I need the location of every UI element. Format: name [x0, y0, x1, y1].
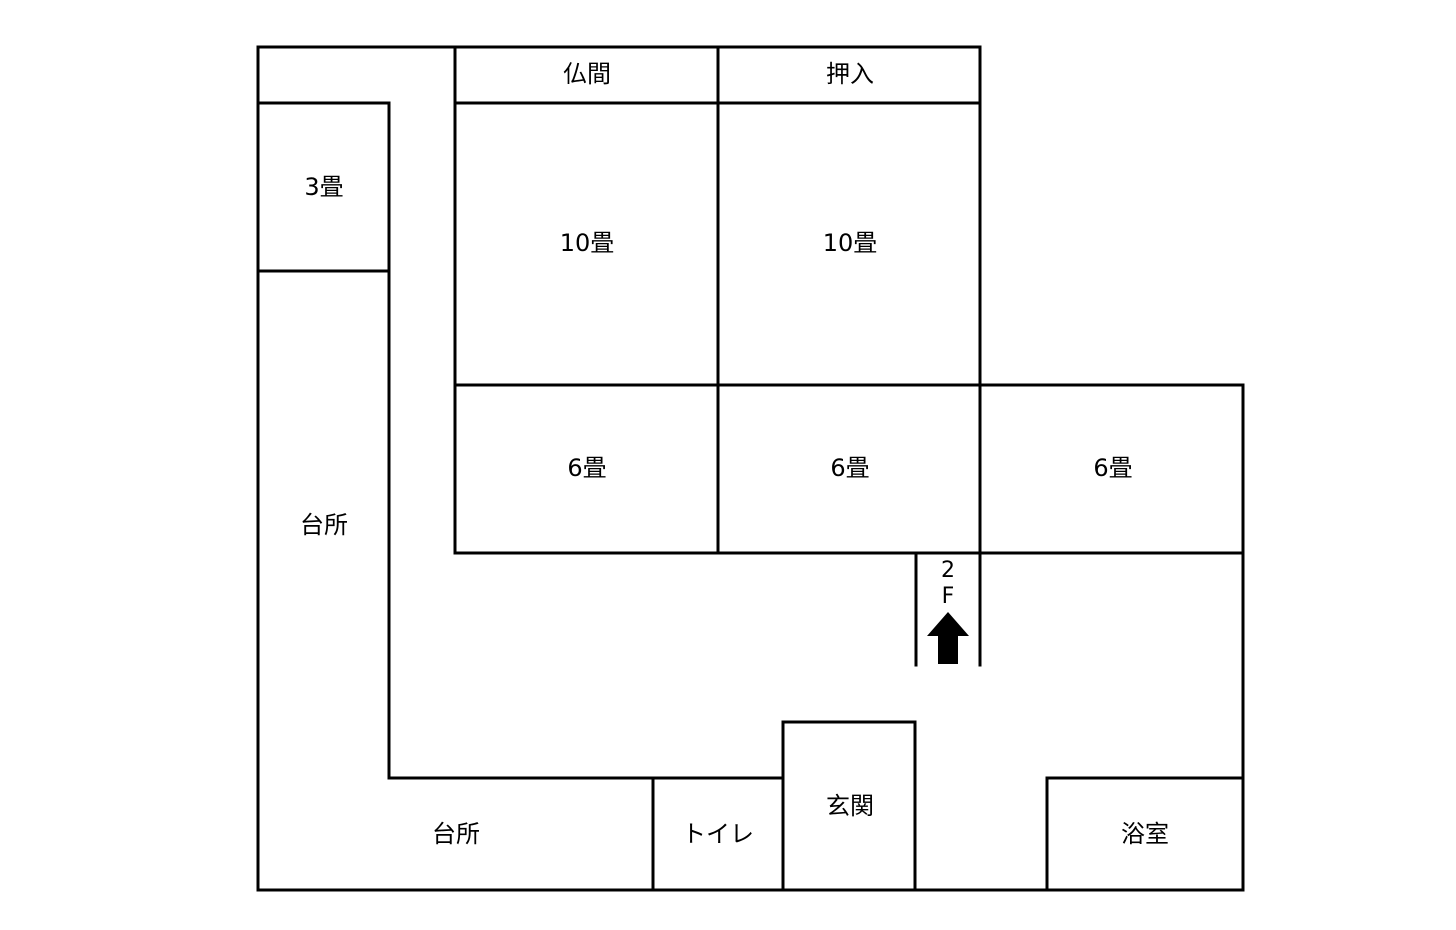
wall-segment: [781, 720, 917, 892]
stair-label-letter: F: [942, 584, 955, 609]
room-labels: 仏間 押入 3畳 10畳 10畳 6畳 6畳 6畳 台所 台所 トイレ 玄関 浴…: [300, 60, 1169, 848]
room-label-6jo-left: 6畳: [567, 454, 606, 482]
walls: [256, 45, 1245, 892]
room-label-genkan: 玄関: [826, 792, 874, 820]
room-label-butsuma: 仏間: [563, 60, 611, 88]
up-arrow-icon: [927, 612, 969, 664]
room-label-toilet: トイレ: [682, 820, 754, 848]
room-label-10jo-right: 10畳: [823, 229, 878, 257]
room-label-bath: 浴室: [1121, 820, 1169, 848]
stair-label-digit: 2: [941, 558, 955, 583]
room-label-oshiire: 押入: [826, 60, 874, 88]
stairs: 2 F: [927, 558, 969, 664]
outer-wall: [256, 45, 1245, 892]
room-label-kitchen-bottom: 台所: [432, 820, 480, 848]
room-label-10jo-left: 10畳: [560, 229, 615, 257]
room-label-kitchen-side: 台所: [300, 511, 348, 539]
room-label-6jo-mid: 6畳: [830, 454, 869, 482]
room-label-6jo-right: 6畳: [1093, 454, 1132, 482]
room-label-3jo: 3畳: [304, 173, 343, 201]
wall-segment: [1045, 776, 1245, 892]
